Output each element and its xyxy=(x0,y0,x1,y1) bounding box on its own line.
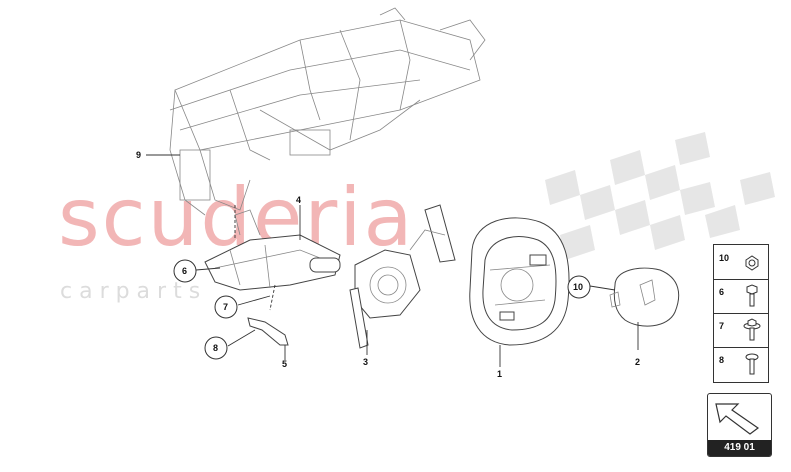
legend-num: 7 xyxy=(719,321,725,331)
steering-switch-unit xyxy=(349,204,456,349)
legend-row-8: 8 xyxy=(714,347,768,381)
fastener-legend: 10 6 7 8 xyxy=(713,244,769,383)
callout-8-circle xyxy=(204,336,228,360)
steering-column xyxy=(204,209,341,291)
callout-2: 2 xyxy=(635,357,640,367)
callout-7: 7 xyxy=(223,302,228,312)
callout-10-circle xyxy=(567,275,591,299)
callout-7-circle xyxy=(214,295,238,319)
steering-wheel xyxy=(469,217,570,346)
callout-5: 5 xyxy=(282,359,287,369)
callout-1: 1 xyxy=(497,369,502,379)
checkered-flag-watermark xyxy=(545,132,775,260)
hex-bolt-icon xyxy=(746,284,758,307)
callout-3: 3 xyxy=(363,357,368,367)
support-bracket xyxy=(247,317,289,346)
watermark-subtitle: c a r p a r t s xyxy=(60,279,200,304)
callout-9: 9 xyxy=(136,150,141,160)
callout-8: 8 xyxy=(213,343,218,353)
legend-row-10: 10 xyxy=(714,245,768,280)
leader-lines xyxy=(146,154,639,367)
nut-icon xyxy=(745,255,759,271)
airbag-module xyxy=(609,267,680,327)
legend-row-7: 7 xyxy=(714,313,768,348)
callout-6: 6 xyxy=(182,266,187,276)
section-code: 419 01 xyxy=(708,440,771,456)
torx-bolt-icon xyxy=(745,353,759,375)
flange-bolt-icon xyxy=(743,318,761,341)
legend-num: 8 xyxy=(719,355,725,365)
legend-num: 6 xyxy=(719,287,725,297)
callout-6-circle xyxy=(173,259,197,283)
legend-row-6: 6 xyxy=(714,279,768,314)
section-badge: 419 01 xyxy=(707,393,772,457)
callout-4: 4 xyxy=(296,195,301,205)
arrow-icon xyxy=(715,403,760,435)
dashboard-crossmember-frame xyxy=(169,7,486,216)
callout-10: 10 xyxy=(573,282,583,292)
legend-num: 10 xyxy=(719,253,730,263)
